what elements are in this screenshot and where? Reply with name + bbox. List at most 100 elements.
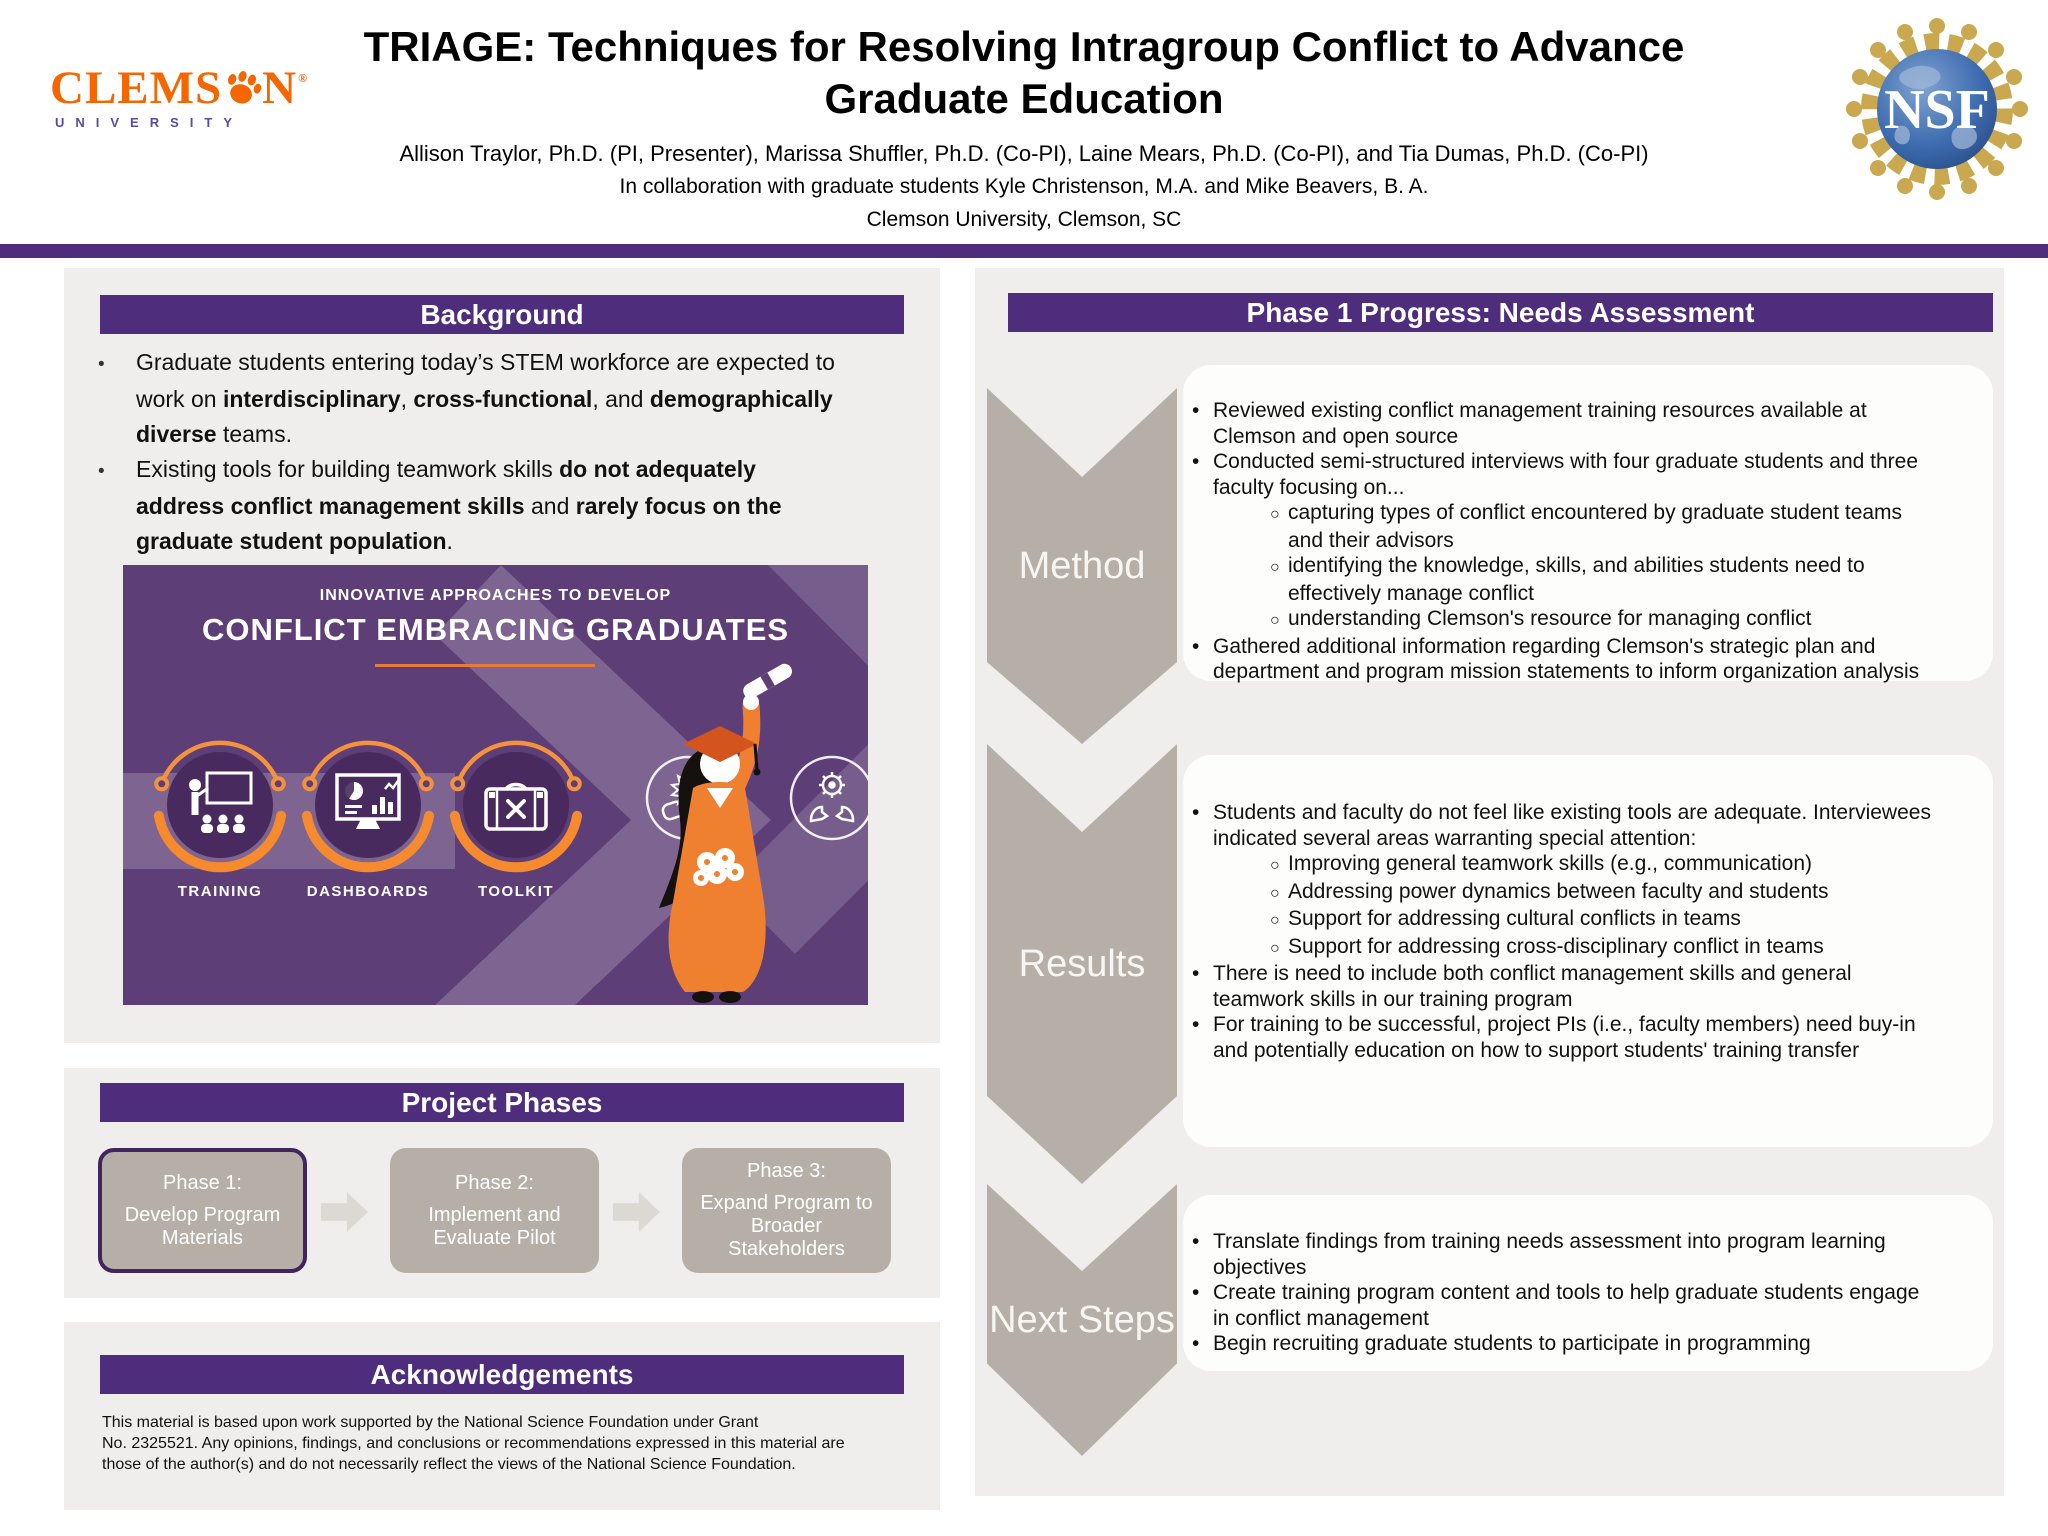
headline-underline — [375, 664, 595, 667]
phase-arrow-1 — [321, 1192, 368, 1232]
ack-line-3: those of the author(s) and do not necess… — [102, 1456, 796, 1473]
text-run: teams. — [216, 421, 292, 447]
background-bullet-1: Graduate students entering today’s STEM … — [98, 345, 850, 452]
phase-arrow-2 — [613, 1192, 660, 1232]
ack-line-1: This material is based upon work support… — [102, 1414, 759, 1431]
bold-run: demographically diverse — [136, 386, 833, 447]
authors-line: Allison Traylor, Ph.D. (PI, Presenter), … — [399, 141, 1649, 166]
clemson-wordmark: CLEMS N ® — [50, 64, 308, 112]
phase1-progress-section: Phase 1 Progress: Needs Assessment Metho… — [975, 268, 2004, 1496]
poster-title-line1: TRIAGE: Techniques for Resolving Intragr… — [363, 23, 1685, 70]
bouquet — [693, 848, 744, 886]
nsf-continents — [1894, 65, 1977, 150]
method-box: Reviewed existing conflict management tr… — [1183, 365, 1993, 683]
phase-2-label: Phase 2: — [455, 1171, 534, 1194]
collaboration-line: In collaboration with graduate students … — [619, 175, 1429, 198]
text-run: . — [446, 528, 453, 554]
clemson-university-logo: CLEMS N ® UNIVERSITY — [50, 64, 308, 130]
acknowledgements-section: Acknowledgements This material is based … — [64, 1322, 940, 1510]
next-steps-label: Next Steps — [989, 1298, 1175, 1341]
phase-3-label: Phase 3: — [747, 1160, 826, 1182]
results-sub-bullet-4: Support for addressing cross-disciplinar… — [1192, 934, 1941, 962]
project-phases-header: Project Phases — [100, 1083, 904, 1122]
nsf-letters: NSF — [1884, 79, 1990, 141]
nsf-people-ring — [1846, 18, 2028, 200]
gears-collaboration-icon — [789, 755, 868, 841]
purple-divider — [0, 244, 2048, 258]
text-run: , — [400, 386, 414, 412]
clemson-word-start: CLEMS — [50, 62, 223, 114]
ack-line-2: No. 2325521. Any opinions, findings, and… — [102, 1435, 845, 1452]
text-run: Existing tools for building teamwork ski… — [136, 456, 560, 482]
next-steps-bullet-1: Translate findings from training needs a… — [1192, 1229, 1941, 1280]
clemson-word-end: N — [262, 62, 298, 114]
phase1-progress-title: Phase 1 Progress: Needs Assessment — [1246, 296, 1755, 328]
acknowledgements-text: This material is based upon work support… — [102, 1412, 902, 1475]
results-sub-bullet-1: Improving general teamwork skills (e.g.,… — [1192, 851, 1941, 879]
dashboards-circle — [301, 740, 435, 873]
registered-mark: ® — [298, 71, 309, 85]
method-sub-bullet-3: understanding Clemson's resource for man… — [1192, 606, 1941, 634]
bold-run: cross-functional — [413, 386, 593, 412]
background-section: Background Graduate students entering to… — [64, 268, 940, 1043]
toolbox-icon — [484, 782, 548, 831]
results-bullet-2: There is need to include both conflict m… — [1192, 961, 1941, 1012]
background-bullets: Graduate students entering today’s STEM … — [98, 345, 850, 559]
method-sub-bullet-1: capturing types of conflict encountered … — [1192, 500, 1941, 553]
background-header: Background — [100, 295, 904, 334]
phase-1-text: Develop Program Materials — [124, 1203, 281, 1249]
project-phases-section: Project Phases Phase 1: Develop Program … — [64, 1068, 940, 1298]
background-title: Background — [420, 298, 584, 330]
clemson-university-subtext: UNIVERSITY — [55, 115, 244, 130]
nsf-logo: NSF — [1846, 18, 2028, 200]
acknowledgements-header: Acknowledgements — [100, 1355, 904, 1394]
phase-1-label: Phase 1: — [163, 1171, 242, 1194]
phase1-progress-header: Phase 1 Progress: Needs Assessment — [1008, 293, 1993, 332]
dashboards-label: DASHBOARDS — [306, 883, 430, 900]
phase-3-box: Phase 3: Expand Program to Broader Stake… — [682, 1148, 891, 1273]
method-bullet-2: Conducted semi-structured interviews wit… — [1192, 449, 1941, 500]
bold-run: interdisciplinary — [222, 386, 401, 412]
phase-3-text: Expand Program to Broader Stakeholders — [700, 1192, 873, 1260]
method-bullet-3: Gathered additional information regardin… — [1192, 634, 1941, 685]
results-sub-bullet-3: Support for addressing cultural conflict… — [1192, 906, 1941, 934]
dashboard-monitor-icon — [335, 773, 401, 829]
text-run: Graduate students entering today’s STEM … — [136, 349, 835, 412]
toolkit-circle — [449, 740, 583, 873]
bold-run: rarely focus on the graduate student pop… — [136, 493, 782, 554]
method-label: Method — [1018, 544, 1146, 587]
graduate-illustration — [659, 663, 793, 1003]
conflict-embracing-graduates-graphic: INNOVATIVE APPROACHES TO DEVELOP CONFLIC… — [123, 565, 868, 1005]
results-bullet-3: For training to be successful, project P… — [1192, 1012, 1941, 1063]
phase-2-box: Phase 2: Implement and Evaluate Pilot — [390, 1148, 599, 1273]
next-steps-box: Translate findings from training needs a… — [1183, 1195, 1993, 1371]
project-phases-title: Project Phases — [401, 1086, 603, 1118]
next-steps-bullet-3: Begin recruiting graduate students to pa… — [1192, 1331, 1941, 1357]
method-sub-bullet-2: identifying the knowledge, skills, and a… — [1192, 553, 1941, 606]
poster-title-line2: Graduate Education — [824, 75, 1224, 122]
text-run: , and — [592, 386, 650, 412]
results-label: Results — [1018, 942, 1146, 985]
phase-1-box: Phase 1: Develop Program Materials — [98, 1148, 307, 1273]
graphic-headline: CONFLICT EMBRACING GRADUATES — [201, 612, 790, 647]
next-steps-bullet-2: Create training program content and tool… — [1192, 1280, 1941, 1331]
method-bullet-1: Reviewed existing conflict management tr… — [1192, 398, 1941, 449]
training-label: TRAINING — [177, 883, 263, 900]
graphic-tagline: INNOVATIVE APPROACHES TO DEVELOP — [319, 587, 672, 604]
toolkit-label: TOOLKIT — [477, 883, 555, 900]
method-arrow: Method — [987, 388, 1177, 744]
results-sub-bullet-2: Addressing power dynamics between facult… — [1192, 879, 1941, 907]
affiliation-line: Clemson University, Clemson, SC — [866, 208, 1182, 231]
acknowledgements-title: Acknowledgements — [370, 1358, 634, 1390]
results-bullet-1: Students and faculty do not feel like ex… — [1192, 800, 1941, 851]
results-box: Students and faculty do not feel like ex… — [1183, 755, 1993, 1147]
background-bullet-2: Existing tools for building teamwork ski… — [98, 452, 850, 559]
teacher-blackboard-icon — [189, 771, 253, 833]
next-steps-arrow: Next Steps — [987, 1184, 1177, 1456]
text-run: and — [524, 493, 576, 519]
results-arrow: Results — [987, 744, 1177, 1184]
phase-2-text: Implement and Evaluate Pilot — [428, 1203, 561, 1249]
bold-run: do not adequately address conflict manag… — [136, 456, 756, 519]
tiger-paw-icon — [228, 71, 262, 104]
